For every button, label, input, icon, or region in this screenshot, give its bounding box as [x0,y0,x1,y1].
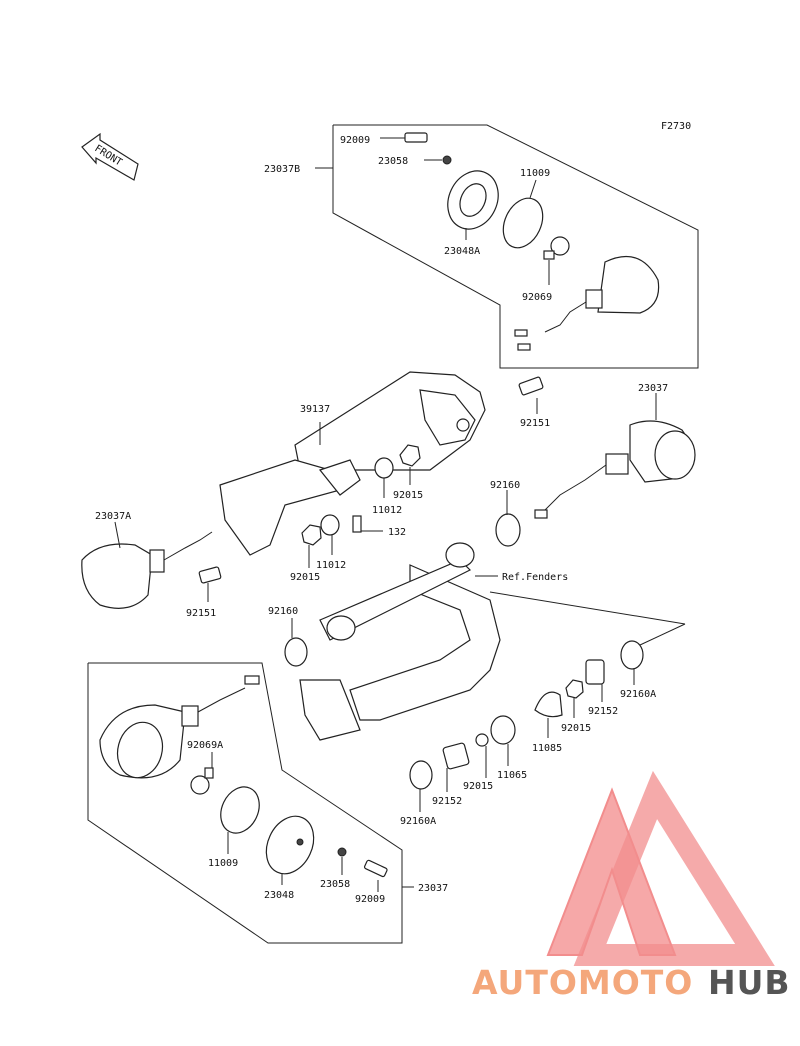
label-11009-b: 11009 [208,858,238,869]
grommet-11065 [490,715,516,766]
label-132: 132 [388,527,406,538]
bulb-92069 [543,236,570,285]
watermark-text-2: HUB [708,963,791,1002]
label-11065: 11065 [497,770,527,781]
spacer-11012-b [320,514,340,555]
label-39137: 39137 [300,404,330,415]
label-92015-b: 92015 [290,572,320,583]
frame-stay [299,542,686,741]
label-11012: 11012 [372,505,402,516]
label-23058-b: 23058 [320,879,350,890]
label-23048a: 23048A [444,246,480,257]
label-92151-l: 92151 [186,608,216,619]
bulb-92069a [190,752,214,795]
label-92152-r: 92152 [588,706,618,717]
label-23037a: 23037A [95,511,131,522]
label-23037b: 23037B [264,164,300,175]
label-92160a-r: 92160A [620,689,656,700]
label-11085: 11085 [532,743,562,754]
label-23037-b: 23037 [418,883,448,894]
label-11012-b: 11012 [316,560,346,571]
label-92015: 92015 [393,490,423,501]
bolt-92009-bottom [363,859,388,892]
diagram-code: F2730 [661,121,691,132]
lamp-23037-bottom [99,675,260,779]
nut-92015-c [565,679,584,718]
lamp-23037a [81,521,213,609]
nut-92015-b [301,524,322,568]
label-92069a: 92069A [187,740,223,751]
label-23058: 23058 [378,156,408,167]
nut-23058-top [424,155,452,165]
label-23037: 23037 [638,383,668,394]
label-92009-b: 92009 [355,894,385,905]
bolt-92009-top [380,132,428,143]
gasket-11009-bottom [220,786,260,854]
watermark-text-1: AUTOMOTO [472,963,693,1002]
damper-92160a-right [620,640,644,685]
label-92015-c: 92015 [561,723,591,734]
spacer-11012-a [374,457,394,498]
label-11009: 11009 [520,168,550,179]
damper-92160-upper [495,490,521,547]
rim-23048 [265,815,315,885]
damper-92160a-bottom [409,760,433,812]
ref-note: Ref.Fenders [502,572,568,583]
label-92160-b: 92160 [268,606,298,617]
label-92160: 92160 [490,480,520,491]
bolt-92151-right [518,376,544,414]
label-92069: 92069 [522,292,552,303]
gasket-11009-top [502,179,544,249]
label-92151: 92151 [520,418,550,429]
label-92009: 92009 [340,135,370,146]
collar-92152-right [585,659,605,702]
label-92152-b: 92152 [432,796,462,807]
bolt-92151-left [198,566,222,602]
nut-23058-bottom [337,847,347,875]
bracket-39137 [219,371,486,556]
cap-11085 [534,691,563,738]
collar-92152-bottom [442,742,470,792]
label-23048: 23048 [264,890,294,901]
lamp-23037 [534,393,696,519]
bolt-132 [352,515,383,533]
lamp-23037b [514,255,660,351]
part-labels: 92009 23058 11009 23037B 23048A 92069 23… [95,135,668,905]
label-92015-d: 92015 [463,781,493,792]
nut-92015-d [475,733,489,778]
damper-92160-left [284,618,308,667]
front-arrow-icon: FRONT [81,132,139,181]
label-92160a-b: 92160A [400,816,436,827]
watermark-logo: AUTOMOTO HUB [472,770,791,1002]
rim-23048a [447,170,499,240]
nut-92015-a [399,444,421,485]
